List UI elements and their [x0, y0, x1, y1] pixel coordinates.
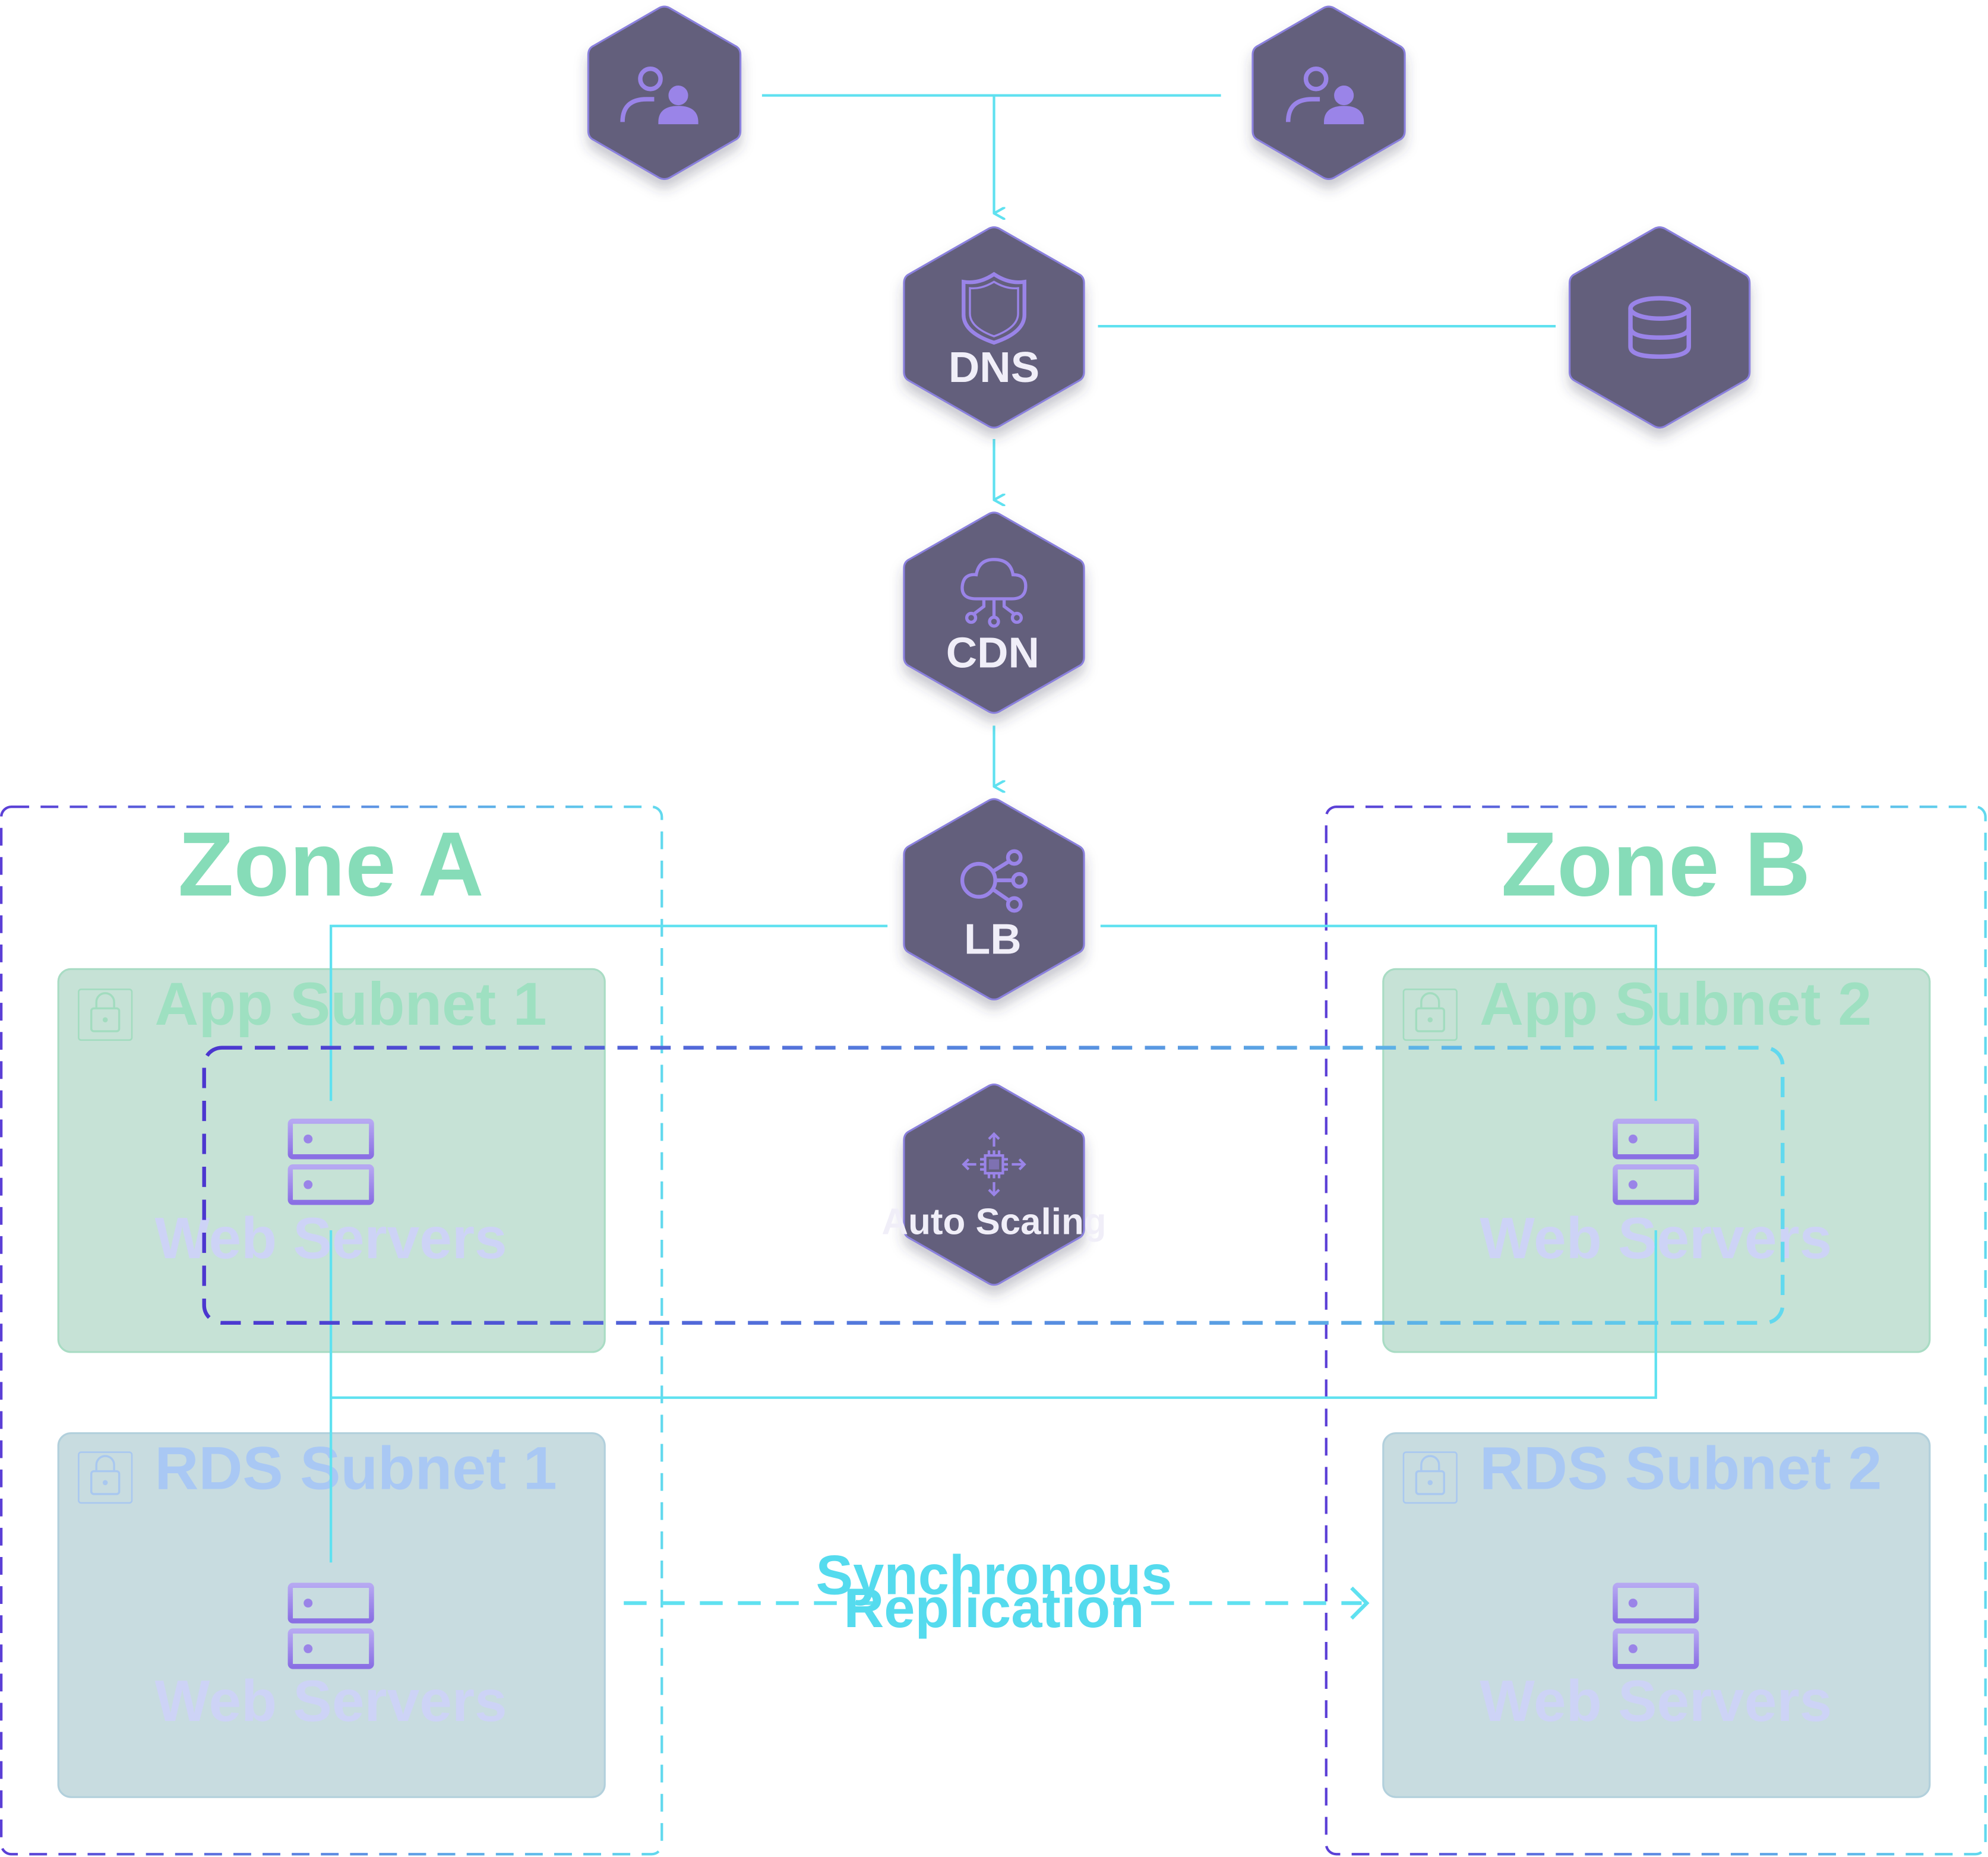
server-icon — [1613, 1119, 1699, 1205]
auto-scaling-icon — [962, 1132, 1026, 1197]
app-subnet-1: App Subnet 1 — [57, 968, 606, 1353]
app-subnet-2-server-label: Web Servers — [1480, 1205, 1832, 1271]
app2-to-rds-link-line — [331, 1230, 1657, 1399]
app-subnet-1-server-label: Web Servers — [155, 1205, 507, 1271]
dns-node[interactable] — [903, 226, 1085, 429]
lb-to-zone-a-line — [329, 924, 888, 1101]
rds-subnet-1-server-label: Web Servers — [155, 1668, 507, 1733]
users-icon — [620, 67, 699, 125]
rds-subnet-2: RDS Subnet 2 — [1382, 1432, 1931, 1798]
zone-b-title: Zone B — [1501, 813, 1810, 915]
replication-connector — [624, 1586, 1370, 1620]
rds-subnet-2-label: RDS Subnet 2 — [1480, 1433, 1882, 1502]
cloud-network-icon — [960, 558, 1028, 628]
app-subnet-2: App Subnet 2 — [1382, 968, 1931, 1353]
lb-label: LB — [964, 915, 1022, 964]
connectors — [329, 94, 1657, 1563]
lock-icon — [78, 988, 133, 1041]
zone-b-container: Zone B — [1325, 805, 1987, 1856]
replication-label-line2: Replication — [843, 1577, 1144, 1639]
rds-subnet-1: RDS Subnet 1 — [57, 1432, 606, 1798]
shield-icon — [962, 271, 1026, 345]
zone-a-container: Zone A — [0, 805, 663, 1856]
dns-label: DNS — [949, 343, 1039, 391]
app-subnet-2-label: App Subnet 2 — [1480, 969, 1872, 1038]
load-balancer-icon — [960, 849, 1028, 913]
server-icon — [287, 1583, 374, 1669]
database-icon — [1628, 296, 1691, 359]
rds-subnet-2-server-label: Web Servers — [1480, 1668, 1832, 1733]
lb-to-zone-b-line — [1100, 924, 1657, 1101]
user-node-right[interactable] — [1251, 5, 1406, 181]
database-node[interactable] — [1568, 226, 1751, 429]
lock-icon — [78, 1451, 133, 1504]
zone-a-title: Zone A — [178, 813, 484, 915]
auto-scaling-group-border — [202, 1046, 1785, 1325]
lb-node[interactable] — [903, 798, 1085, 1001]
app-subnet-1-label: App Subnet 1 — [154, 969, 546, 1038]
arrow-right-icon — [1350, 1586, 1370, 1620]
lock-icon — [1402, 1451, 1458, 1504]
lock-icon — [1402, 988, 1458, 1041]
users-icon — [1285, 67, 1364, 125]
replication-label-line1: Synchronous — [816, 1544, 1172, 1606]
user-node-left[interactable] — [587, 5, 742, 181]
rds-subnet-1-label: RDS Subnet 1 — [154, 1433, 557, 1502]
server-icon — [287, 1119, 374, 1205]
server-icon — [1613, 1583, 1699, 1669]
cdn-label: CDN — [946, 629, 1039, 677]
auto-scaling-label: Auto Scaling — [881, 1201, 1106, 1242]
